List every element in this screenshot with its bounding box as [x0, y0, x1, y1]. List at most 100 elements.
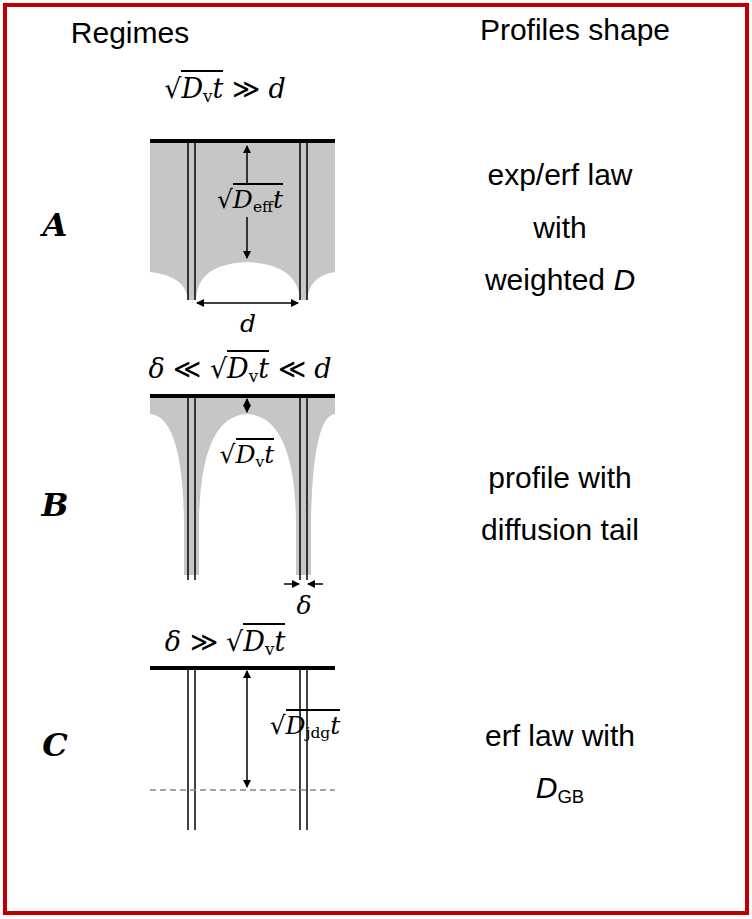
text-run: d	[269, 73, 286, 104]
width-arrow	[284, 583, 299, 585]
grain-boundary	[299, 142, 301, 300]
radical-bar: Defft	[233, 183, 283, 217]
text-run: t	[213, 73, 224, 104]
text-run: exp/erf law	[487, 158, 632, 191]
text-run: Regimes	[71, 16, 189, 49]
text-run: with	[533, 211, 586, 244]
grain-boundary	[299, 397, 301, 580]
grain-boundary	[299, 669, 301, 830]
text-line: Profiles shape	[480, 12, 670, 48]
text-line: A	[43, 206, 68, 244]
diffused-region	[150, 142, 335, 300]
depth-label: √Djdgt	[270, 709, 341, 743]
column-heading: Regimes	[71, 15, 189, 51]
text-run: D	[236, 440, 256, 469]
width-arrow	[308, 583, 323, 585]
grain-boundary	[306, 142, 308, 300]
text-line: δ	[296, 591, 311, 621]
text-line: weighted D	[485, 254, 635, 307]
depth-label: √Defft	[215, 183, 285, 217]
depth-level	[150, 789, 335, 791]
radical-bar: Dvt	[243, 623, 285, 659]
text-run: jdg	[306, 724, 331, 742]
text-line: profile with	[481, 452, 639, 505]
text-run: D	[613, 263, 635, 296]
text-line: DGB	[485, 762, 635, 815]
text-run: d	[314, 353, 331, 384]
depth-arrow	[246, 399, 248, 412]
text-line: δ ≫ √Dvt	[165, 623, 286, 659]
regime-letter: C	[42, 726, 67, 764]
width-label: δ	[296, 591, 311, 621]
text-run: δ	[165, 626, 181, 657]
text-run: weighted	[485, 263, 613, 296]
undiffused-core	[150, 414, 184, 578]
text-run: ≫ √	[181, 626, 243, 657]
undiffused-core	[307, 272, 335, 300]
text-run: √	[220, 440, 236, 469]
text-run: t	[264, 440, 274, 469]
text-run: δ	[296, 591, 311, 620]
text-run: t	[274, 626, 285, 657]
text-run: ≪	[269, 353, 314, 384]
undiffused-core	[199, 414, 296, 578]
text-line: exp/erf law	[485, 149, 635, 202]
radical-bar: Dvt	[181, 70, 223, 106]
regime-condition: δ ≪ √Dvt ≪ d	[148, 350, 331, 386]
text-run: v	[203, 86, 212, 106]
text-line: B	[41, 486, 68, 524]
text-line: Regimes	[71, 15, 189, 51]
text-run: √	[217, 185, 233, 214]
text-line: C	[42, 726, 67, 764]
text-run: erf law with	[485, 719, 635, 752]
grain-boundary	[194, 669, 196, 830]
text-run: v	[256, 453, 265, 471]
undiffused-core	[196, 262, 300, 300]
depth-arrow	[246, 671, 248, 787]
text-run: D	[536, 771, 558, 804]
text-run: profile with	[488, 461, 631, 494]
regime-a-sketch	[150, 141, 335, 303]
text-run: Profiles shape	[480, 13, 670, 46]
text-line: erf law with	[485, 710, 635, 763]
grain-boundary	[187, 669, 189, 830]
spacing-arrow	[197, 302, 298, 304]
text-run: δ	[148, 353, 164, 384]
text-line: √Djdgt	[270, 709, 341, 743]
radical-bar: Dvt	[227, 350, 269, 386]
grain-boundary	[194, 397, 196, 580]
text-run: D	[243, 626, 265, 657]
regime-c-sketch	[150, 668, 335, 830]
radical-bar: Dvt	[236, 438, 275, 472]
regime-letter: A	[43, 206, 68, 244]
column-heading: Profiles shape	[480, 12, 670, 48]
text-run: t	[273, 185, 283, 214]
regime-condition: δ ≫ √Dvt	[165, 623, 286, 659]
profile-description: exp/erf law with weighted D	[485, 149, 635, 307]
text-run: GB	[557, 786, 584, 807]
text-run: d	[240, 309, 256, 338]
undiffused-core	[150, 272, 188, 300]
regime-condition: √Dvt ≫ d	[164, 70, 286, 106]
text-run: A	[43, 206, 68, 244]
undiffused-core	[311, 414, 335, 578]
grain-boundary	[306, 397, 308, 580]
text-run: D	[233, 185, 253, 214]
text-run: D	[286, 711, 306, 740]
text-run: eff	[253, 198, 273, 216]
regime-letter: B	[41, 486, 68, 524]
dimension-label: d	[240, 309, 256, 339]
text-run: v	[265, 639, 274, 659]
text-line: d	[240, 309, 256, 339]
text-line: √Defft	[217, 183, 283, 217]
text-line: √Dvt	[220, 438, 275, 472]
text-run: v	[249, 366, 258, 386]
text-run: D	[227, 353, 249, 384]
grain-boundary	[306, 669, 308, 830]
profile-description: erf law with DGB	[485, 710, 635, 815]
text-line: with	[485, 202, 635, 255]
text-run: √	[164, 73, 181, 104]
text-run: ≫	[223, 73, 268, 104]
text-run: D	[181, 73, 203, 104]
